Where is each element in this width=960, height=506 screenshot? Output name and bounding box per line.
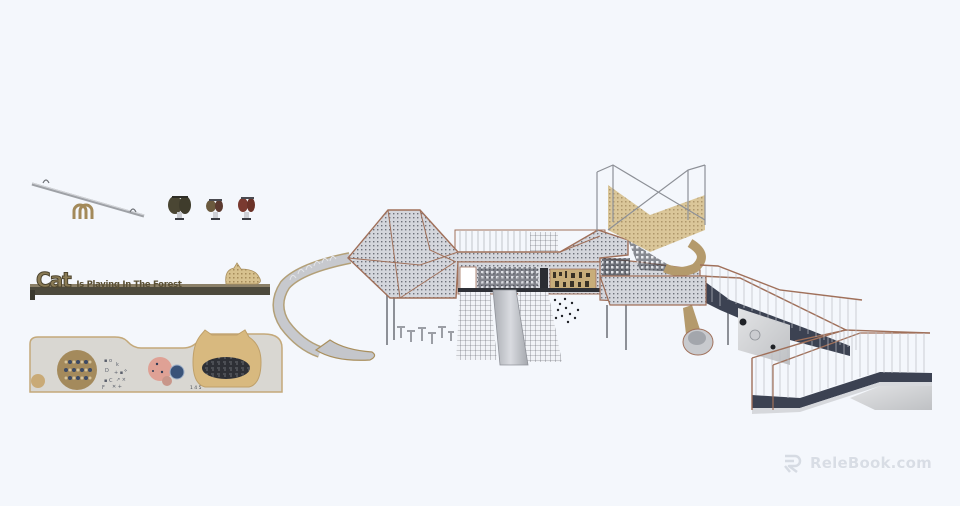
spring-rider-1 <box>168 196 191 220</box>
right-tube-slide <box>663 239 714 356</box>
svg-text:+ ▪: + ▪ <box>114 370 123 376</box>
svg-text:↗ ×: ↗ × <box>116 377 126 383</box>
spring-rider-2 <box>206 199 223 220</box>
svg-text:F: F <box>102 385 105 391</box>
svg-text:D: D <box>105 368 109 374</box>
watermark: ReleBook.com <box>782 452 932 474</box>
relebook-logo-icon <box>784 454 802 473</box>
x-canopy <box>596 164 706 252</box>
svg-text:✕ +: ✕ + <box>112 384 122 390</box>
svg-text:⋄: ⋄ <box>124 368 127 374</box>
right-platform-railing <box>599 275 707 306</box>
sign-small-text: Is Playing In The Forest <box>76 280 182 290</box>
svg-text:k: k <box>116 362 119 368</box>
panel-counter: 1 4 5 <box>190 385 202 391</box>
sign-big-text: Cat <box>36 268 73 293</box>
cat-sign <box>30 262 270 300</box>
spring-rider-3 <box>238 197 255 220</box>
staircase <box>699 264 932 414</box>
activity-panel: ▪ o kD + ▪▪ C↗ × F ✕ + ⋄ 1 4 5 <box>29 329 283 393</box>
watermark-text: ReleBook.com <box>810 454 932 472</box>
left-tube-slide <box>272 252 376 361</box>
svg-text:▪ C: ▪ C <box>104 378 113 384</box>
svg-text:▪ o: ▪ o <box>104 358 112 364</box>
seesaw <box>31 179 145 219</box>
cat-sign-text: Cat Is Playing In The Forest <box>36 268 182 293</box>
main-tower <box>347 209 729 366</box>
